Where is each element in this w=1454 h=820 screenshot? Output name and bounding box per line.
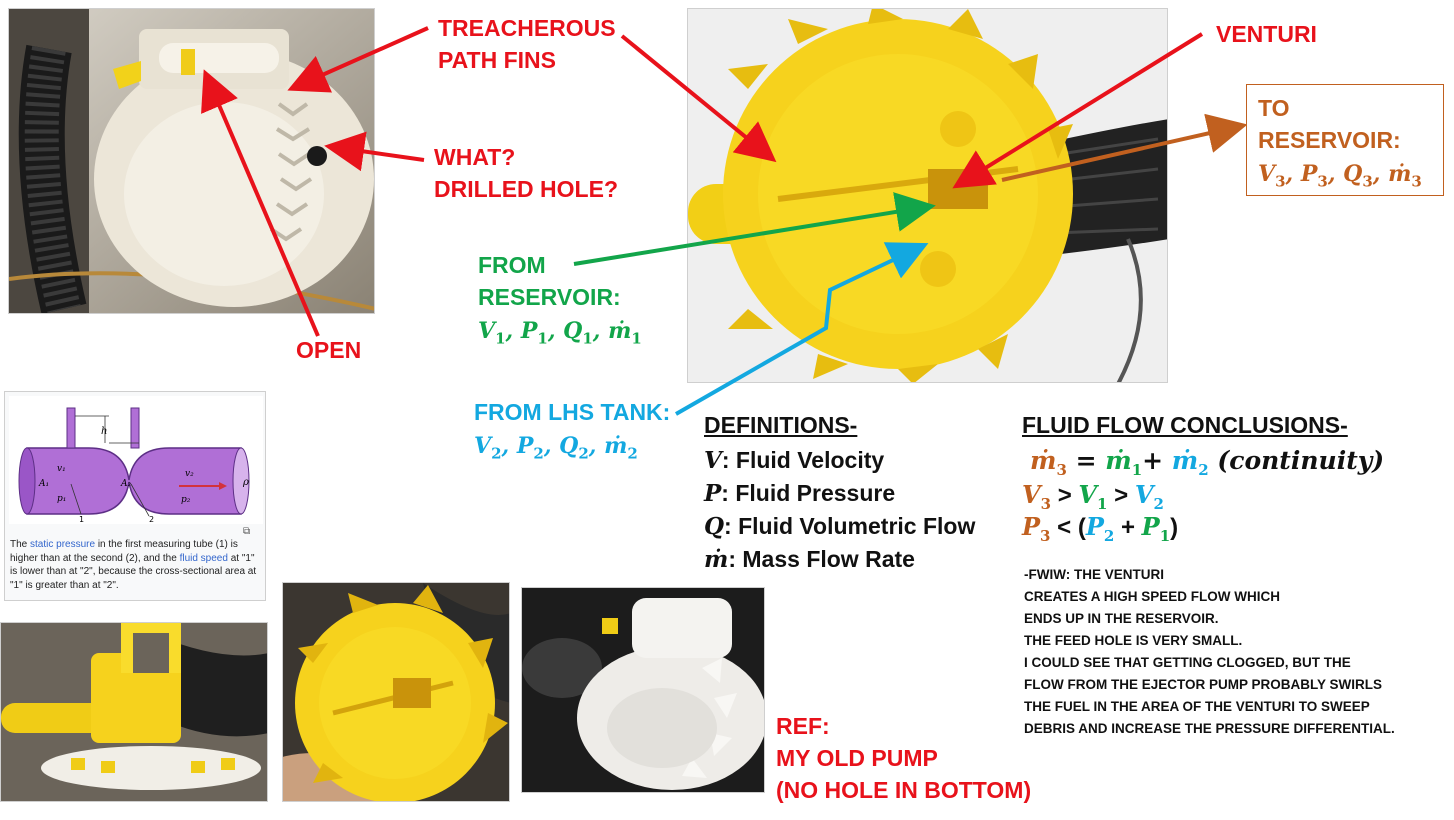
label-treacherous-fins: TREACHEROUS PATH FINS	[438, 12, 616, 76]
note-line: FLOW FROM THE EJECTOR PUMP PROBABLY SWIR…	[1024, 677, 1383, 692]
note-line: THE FEED HOLE IS VERY SMALL.	[1024, 633, 1243, 648]
static-pressure-link[interactable]: static pressure	[30, 539, 96, 550]
label-line: MY OLD PUMP	[776, 745, 938, 771]
note-line: CREATES A HIGH SPEED FLOW WHICH	[1024, 589, 1280, 604]
arrow-open	[201, 69, 320, 337]
note-line: DEBRIS AND INCREASE THE PRESSURE DIFFERE…	[1024, 721, 1395, 736]
label-line: WHAT?	[434, 144, 516, 170]
label-line: (NO HOLE IN BOTTOM)	[776, 777, 1032, 803]
arrow-to-reservoir	[1001, 113, 1248, 182]
photo-pump-top-view	[8, 8, 375, 314]
wiki-n2-label: 2	[149, 515, 154, 524]
definition-list: V: Fluid Velocity P: Fluid Pressure Q: F…	[704, 444, 975, 576]
label-line: TO	[1258, 95, 1290, 121]
photo-old-pump-white	[521, 587, 765, 793]
label-drilled-hole: WHAT? DRILLED HOLE?	[434, 141, 618, 205]
label-venturi: VENTURI	[1216, 21, 1317, 47]
label-line: FROM	[478, 252, 546, 278]
to-reservoir-box	[1246, 84, 1444, 196]
note-line: THE FUEL IN THE AREA OF THE VENTURI TO S…	[1024, 699, 1370, 714]
definition-volumetric-flow: Q: Fluid Volumetric Flow	[704, 513, 976, 540]
photo-ejector-side	[0, 622, 268, 802]
vars-lhs-tank: V2, P2, Q2, ṁ2	[474, 433, 638, 463]
note-line: ENDS UP IN THE RESERVOIR.	[1024, 611, 1219, 626]
label-from-lhs-tank: FROM LHS TANK: V2, P2, Q2, ṁ2	[474, 396, 670, 469]
arrow-from-reservoir	[573, 192, 936, 266]
arrow-venturi	[952, 32, 1204, 189]
wiki-venturi-card: h v₁ v₂ p₁ p₂ A₁ A₂ ρ 1 2 ⧉	[4, 391, 266, 601]
label-line: REF:	[776, 713, 830, 739]
label-line: RESERVOIR:	[478, 284, 621, 310]
caption-text: at "1" is lower than at "2", because the…	[10, 552, 257, 591]
fwiw-note: -FWIW: THE VENTURI CREATES A HIGH SPEED …	[1024, 564, 1395, 740]
conclusions-title: FLUID FLOW CONCLUSIONS-	[1022, 412, 1348, 438]
caption-text: in the first measuring tube (1) is highe…	[10, 539, 238, 564]
photo-old-pump-yellow	[282, 582, 510, 802]
wiki-h-label: h	[101, 426, 107, 437]
label-from-reservoir: FROM RESERVOIR: V1, P1, Q1, ṁ1	[478, 249, 642, 354]
vars-to-reservoir: V3, P3, Q3, ṁ3	[1258, 161, 1422, 191]
definition-velocity: V: Fluid Velocity	[704, 447, 885, 474]
definition-mass-flow: ṁ: Mass Flow Rate	[704, 546, 915, 573]
label-to-reservoir: TO RESERVOIR: V3, P3, Q3, ṁ3	[1258, 92, 1422, 197]
equation-pressure-order: P3 < (P2 + P1)	[1022, 512, 1179, 545]
arrow-treacherous-fins-2	[620, 34, 777, 163]
wiki-p1-label: p₁	[57, 494, 66, 504]
equation-continuity: ṁ3 = ṁ1+ ṁ2 (continuity)	[1030, 446, 1385, 479]
label-ref-old-pump: REF: MY OLD PUMP (NO HOLE IN BOTTOM)	[776, 710, 1031, 806]
wiki-caption: The static pressure in the first measuri…	[10, 538, 260, 592]
wiki-a1-label: A₁	[38, 479, 49, 489]
arrow-drilled-hole	[324, 131, 425, 172]
wiki-n1-label: 1	[79, 515, 84, 524]
label-line: FROM LHS TANK:	[474, 399, 671, 425]
label-open: OPEN	[296, 337, 362, 363]
equation-velocity-order: V3 > V1 > V2	[1022, 480, 1164, 513]
note-line: -FWIW: THE VENTURI	[1024, 567, 1164, 582]
arrow-treacherous-fins	[287, 26, 429, 93]
label-line: RESERVOIR:	[1258, 127, 1401, 153]
note-line: I COULD SEE THAT GETTING CLOGGED, BUT TH…	[1024, 655, 1351, 670]
vars-reservoir: V1, P1, Q1, ṁ1	[478, 318, 642, 348]
label-line: TREACHEROUS	[438, 15, 616, 41]
definitions-title: DEFINITIONS-	[704, 412, 858, 438]
fluid-speed-link[interactable]: fluid speed	[179, 552, 228, 564]
label-line: DRILLED HOLE?	[434, 176, 618, 202]
expand-icon[interactable]: ⧉	[243, 526, 251, 537]
wiki-a2-label: A₂	[120, 479, 131, 489]
wiki-v2-label: v₂	[185, 469, 194, 479]
definition-pressure: P: Fluid Pressure	[704, 480, 896, 507]
caption-text: The	[10, 539, 31, 550]
arrow-from-lhs-tank	[675, 242, 929, 416]
label-line: PATH FINS	[438, 47, 556, 73]
wiki-v1-label: v₁	[57, 464, 66, 474]
wiki-p2-label: p₂	[181, 495, 191, 505]
wiki-rho-label: ρ	[242, 477, 249, 488]
